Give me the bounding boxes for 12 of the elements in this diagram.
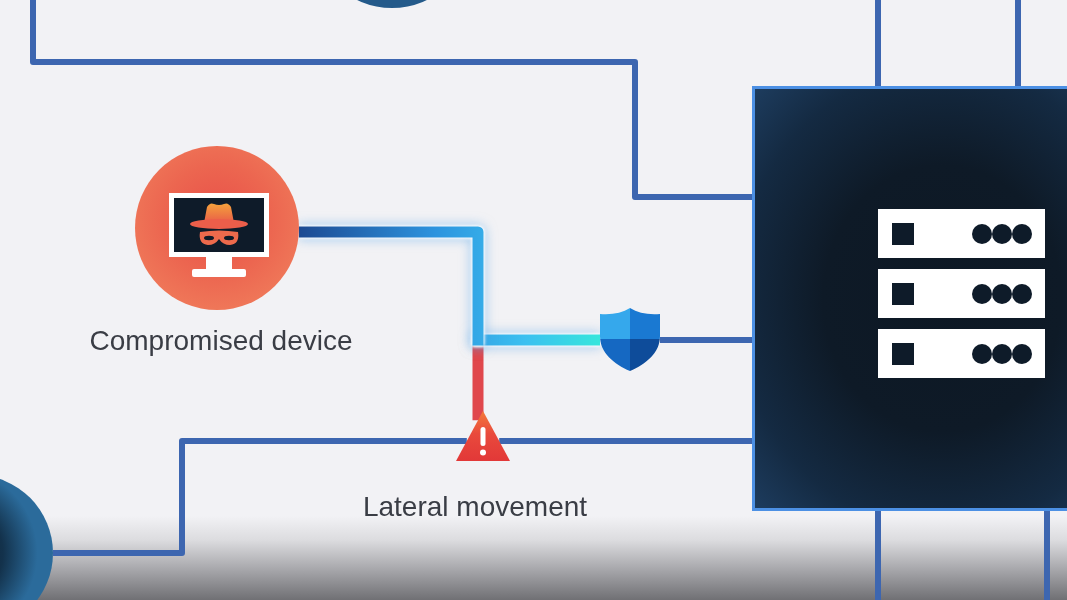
node-caption: Compromised device <box>89 324 353 358</box>
network-line <box>660 337 752 343</box>
node-caption: Lateral movement <box>362 490 588 524</box>
glowing-connection-line <box>298 226 484 346</box>
network-line <box>53 438 467 556</box>
network-line <box>1015 0 1021 86</box>
server-panel <box>752 86 1067 511</box>
network-line <box>30 0 752 200</box>
network-line <box>499 438 752 444</box>
network-line <box>875 0 881 86</box>
network-line <box>875 511 881 600</box>
network-line <box>1044 511 1050 600</box>
